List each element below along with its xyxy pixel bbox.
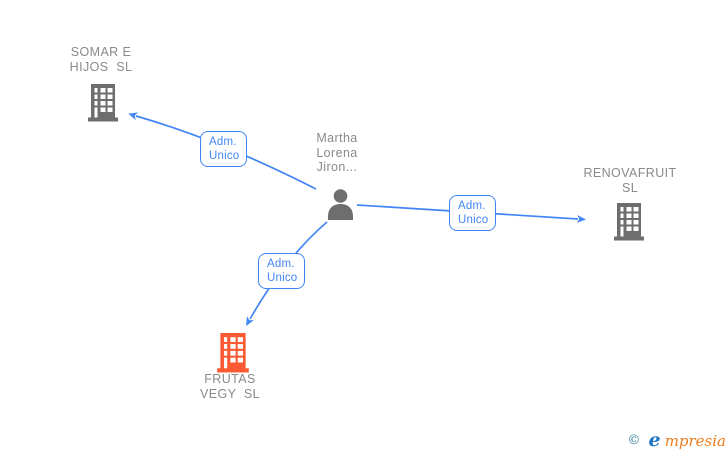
edge-label-adm-unico-renovafruit: Adm. Unico bbox=[449, 195, 496, 231]
person-icon[interactable] bbox=[326, 189, 355, 225]
edge-label-adm-unico-frutas: Adm. Unico bbox=[258, 253, 305, 289]
copyright-icon: © bbox=[627, 433, 641, 448]
person-name-line: Jiron... bbox=[316, 160, 358, 174]
person-name[interactable]: Martha Lorena Jiron... bbox=[277, 131, 397, 175]
edge-label-line: Adm. bbox=[458, 200, 486, 212]
empresia-logo-initial: e bbox=[648, 429, 661, 450]
company-name-line: VEGY SL bbox=[200, 386, 260, 401]
empresia-logo: © e mpresia bbox=[627, 429, 726, 450]
empresia-logo-text: mpresia bbox=[664, 432, 726, 450]
edge-label-line: Unico bbox=[209, 150, 240, 162]
company-name-line: SOMAR E bbox=[70, 45, 132, 59]
building-icon-frutas-vegy[interactable] bbox=[216, 333, 250, 378]
company-name-frutas-vegy[interactable]: FRUTAS VEGY SL bbox=[158, 372, 302, 401]
edge-label-line: Adm. bbox=[267, 258, 295, 270]
person-name-line: Lorena bbox=[316, 145, 358, 160]
building-icon-renovafruit[interactable] bbox=[613, 203, 645, 246]
company-name-line: FRUTAS bbox=[204, 372, 256, 386]
edge-label-adm-unico-somar: Adm. Unico bbox=[200, 131, 247, 167]
company-name-line: RENOVAFRUIT bbox=[583, 166, 677, 180]
building-icon-somar[interactable] bbox=[87, 84, 119, 127]
company-name-renovafruit[interactable]: RENOVAFRUIT SL bbox=[558, 166, 702, 195]
company-name-line: HIJOS SL bbox=[69, 59, 133, 74]
company-name-somar-e-hijos[interactable]: SOMAR E HIJOS SL bbox=[30, 45, 172, 74]
person-name-line: Martha bbox=[316, 131, 358, 145]
edge-label-line: Unico bbox=[458, 214, 489, 226]
edge-label-line: Adm. bbox=[209, 136, 237, 148]
edge-label-line: Unico bbox=[267, 272, 298, 284]
company-name-line: SL bbox=[621, 180, 639, 195]
